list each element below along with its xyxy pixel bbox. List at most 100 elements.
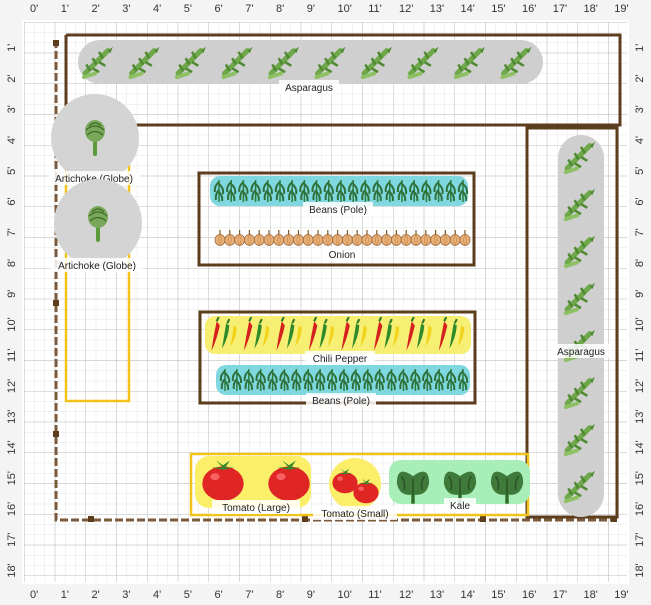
ruler-tick-label: 3': [634, 105, 646, 113]
ruler-tick-label: 16': [634, 502, 646, 516]
ruler-tick-label: 18': [634, 563, 646, 577]
ruler-tick-label: 10': [338, 3, 352, 15]
label-bg: [322, 247, 362, 261]
onion-label: Onion: [329, 250, 356, 261]
label-bg: [279, 80, 339, 94]
ruler-tick-label: 12': [634, 379, 646, 393]
fence-post: [480, 516, 486, 522]
fence-post: [53, 40, 59, 46]
ruler-tick-label: 6': [215, 3, 223, 15]
ruler-tick-label: 1': [6, 44, 18, 52]
ruler-tick-label: 0': [30, 589, 38, 601]
ruler-tick-label: 15': [634, 471, 646, 485]
ruler-tick-label: 17': [634, 533, 646, 547]
ruler-tick-label: 2': [92, 589, 100, 601]
ruler-tick-label: 17': [6, 533, 18, 547]
ruler-tick-label: 12': [399, 589, 413, 601]
right-ruler: [629, 0, 651, 605]
ruler-tick-label: 4': [6, 136, 18, 144]
fence-post: [53, 300, 59, 306]
ruler-tick-label: 4': [634, 136, 646, 144]
bottom-ruler: [0, 584, 651, 605]
ruler-tick-label: 13': [6, 410, 18, 424]
ruler-tick-label: 18': [584, 3, 598, 15]
chili-pepper-label: Chili Pepper: [313, 354, 368, 365]
ruler-tick-label: 12': [399, 3, 413, 15]
ruler-tick-label: 13': [634, 410, 646, 424]
top-bed-border: [66, 33, 622, 127]
ruler-tick-label: 1': [61, 589, 69, 601]
middle-bed-1: [197, 171, 476, 267]
ruler-tick-label: 14': [461, 3, 475, 15]
tomato-small-label: Tomato (Small): [321, 509, 388, 520]
ruler-tick-label: 8': [634, 259, 646, 267]
label-bg: [212, 500, 300, 514]
fence: [54, 40, 617, 522]
fence-post: [88, 516, 94, 522]
ruler-tick-label: 18': [584, 589, 598, 601]
ruler-tick-label: 6': [215, 589, 223, 601]
ruler-tick-label: 6': [634, 197, 646, 205]
ruler-tick-label: 7': [245, 3, 253, 15]
ruler-tick-label: 15': [491, 589, 505, 601]
ruler-tick-label: 11': [634, 348, 646, 362]
ruler-tick-label: 11': [368, 3, 382, 15]
ruler-tick-label: 17': [553, 589, 567, 601]
ruler-tick-label: 8': [276, 589, 284, 601]
asparagus-top-label: Asparagus: [285, 83, 333, 94]
ruler-tick-label: 2': [92, 3, 100, 15]
label-bg: [444, 498, 476, 512]
label-bg: [306, 393, 376, 407]
asparagus-top-row: [78, 40, 543, 84]
ruler-tick-label: 3': [122, 3, 130, 15]
ruler-tick-label: 7': [634, 228, 646, 236]
artichoke-2-label: Artichoke (Globe): [58, 261, 136, 272]
ruler-tick-label: 9': [634, 290, 646, 298]
ruler-tick-label: 10': [634, 317, 646, 331]
fence-post: [611, 516, 617, 522]
ruler-tick-label: 4': [153, 589, 161, 601]
ruler-tick-label: 11': [6, 348, 18, 362]
top-ruler: [0, 0, 651, 20]
ruler-tick-label: 0': [30, 3, 38, 15]
ruler-tick-label: 15': [491, 3, 505, 15]
ruler-tick-label: 18': [6, 563, 18, 577]
ruler-tick-label: 14': [6, 440, 18, 454]
ruler-tick-label: 3': [6, 105, 18, 113]
ruler-tick-label: 14': [634, 440, 646, 454]
ruler-tick-label: 6': [6, 197, 18, 205]
ruler-tick-label: 19': [614, 589, 628, 601]
ruler-tick-label: 11': [368, 589, 382, 601]
ruler-tick-label: 10': [6, 317, 18, 331]
ruler-tick-label: 13': [430, 589, 444, 601]
fence-post: [302, 516, 308, 522]
label-bg: [303, 202, 373, 216]
asparagus-right-label: Asparagus: [557, 347, 605, 358]
ruler-tick-label: 5': [6, 167, 18, 175]
label-bg: [313, 506, 397, 520]
chili-pepper-row: [205, 316, 471, 354]
asparagus-right-row: [558, 135, 604, 517]
ruler-tick-label: 5': [634, 167, 646, 175]
ruler-tick-label: 7': [245, 589, 253, 601]
ruler-tick-label: 16': [522, 3, 536, 15]
ruler-tick-label: 10': [338, 589, 352, 601]
ruler-tick-label: 17': [553, 3, 567, 15]
label-bg: [551, 344, 611, 358]
ruler-tick-label: 9': [307, 589, 315, 601]
ruler-tick-label: 9': [307, 3, 315, 15]
ruler-tick-label: 16': [6, 502, 18, 516]
tomato-large-label: Tomato (Large): [222, 503, 290, 514]
ruler-tick-label: 1': [634, 44, 646, 52]
ruler-tick-label: 8': [6, 259, 18, 267]
ruler-tick-label: 4': [153, 3, 161, 15]
beans-2-label: Beans (Pole): [312, 396, 370, 407]
beans-1-label: Beans (Pole): [309, 205, 367, 216]
ruler-tick-label: 5': [184, 3, 192, 15]
ruler-tick-label: 13': [430, 3, 444, 15]
ruler-tick-label: 3': [122, 589, 130, 601]
ruler-tick-label: 5': [184, 589, 192, 601]
kale-label: Kale: [450, 501, 470, 512]
